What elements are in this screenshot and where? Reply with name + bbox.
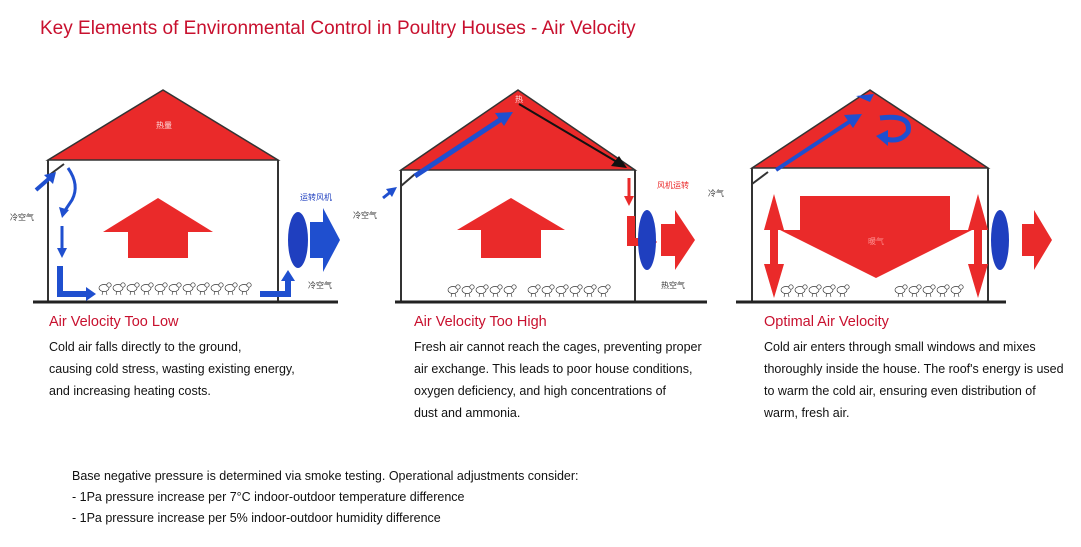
panel-description: Cold air enters through small windows an… (764, 336, 1076, 424)
panel-text-optimal: Optimal Air Velocity Cold air enters thr… (764, 314, 1076, 424)
floor-cold-air-icon (57, 266, 88, 297)
exhaust-fan-icon (288, 212, 308, 268)
warm-air-distribution-arrow-icon (780, 196, 972, 278)
panel-heading: Optimal Air Velocity (764, 314, 889, 330)
inlet-cold-air-label: 冷气 (708, 188, 724, 198)
warm-air-up-arrow-icon (103, 198, 213, 258)
air-along-roof-line (518, 103, 618, 163)
exhaust-cold-air-label: 冷空气 (308, 280, 332, 290)
falling-cold-air-icon (62, 167, 77, 213)
description-line: thoroughly inside the house. The roof's … (764, 362, 1064, 376)
roof-heat-zone (398, 89, 638, 171)
roof-heat-label: 热量 (156, 120, 172, 130)
roof-heat-label: 热 (515, 94, 523, 104)
exhaust-hot-air-label: 热空气 (661, 280, 685, 290)
description-line: dust and ammonia. (414, 406, 521, 420)
panel-heading: Air Velocity Too High (414, 314, 547, 330)
inlet-small-arrow-icon (856, 94, 874, 102)
inlet-arrowhead-icon (44, 172, 56, 184)
description-line: warm, fresh air. (764, 406, 850, 420)
diagram-air-velocity-too-low: 热量 冷空气 运转风机 冷空气 (10, 89, 348, 310)
description-line: Cold air enters through small windows an… (764, 340, 1036, 354)
page-title: Key Elements of Environmental Control in… (40, 18, 636, 39)
inlet-flap (400, 173, 416, 187)
exhaust-fan-icon (991, 210, 1009, 270)
description-line: air exchange. This leads to poor house c… (414, 362, 693, 376)
fan-running-label: 运转风机 (300, 192, 332, 202)
cold-air-mixing-arrow-icon (774, 118, 854, 172)
right-side-double-arrow-icon (968, 194, 988, 298)
recirculation-arrow-icon (879, 114, 911, 143)
description-line: Cold air falls directly to the ground, (49, 340, 242, 354)
exhaust-arrow-icon (661, 210, 695, 270)
diagram-air-velocity-too-high: 热 冷空气 风机运转 热空气 (353, 89, 715, 310)
fast-air-roof-arrow-icon (413, 115, 505, 179)
description-line: to warm the cold air, ensuring even dist… (764, 384, 1036, 398)
exhaust-arrow-icon (310, 208, 340, 272)
warm-air-up-arrow-icon (457, 198, 565, 258)
inlet-flap (751, 171, 769, 185)
panel-description: Fresh air cannot reach the cages, preven… (414, 336, 734, 424)
pressure-note-item: - 1Pa pressure increase per 5% indoor-ou… (72, 511, 441, 525)
panel-heading: Air Velocity Too Low (49, 314, 179, 330)
description-line: and increasing heating costs. (49, 384, 211, 398)
pressure-notes-intro: Base negative pressure is determined via… (72, 469, 579, 483)
description-line: oxygen deficiency, and high concentratio… (414, 384, 667, 398)
panel-description: Cold air falls directly to the ground, c… (49, 336, 339, 402)
chickens-row (447, 284, 611, 298)
fan-running-label: 风机运转 (657, 180, 689, 190)
inlet-cold-air-label: 冷空气 (10, 212, 34, 222)
floor-exit-air-icon (260, 280, 291, 297)
left-side-double-arrow-icon (764, 194, 784, 298)
exhaust-fan-icon (638, 210, 656, 270)
description-line: Fresh air cannot reach the cages, preven… (414, 340, 702, 354)
chickens-row (98, 282, 252, 296)
panel-text-too-low: Air Velocity Too Low Cold air falls dire… (49, 314, 339, 402)
roof-heat-zone (45, 89, 281, 161)
description-line: causing cold stress, wasting existing en… (49, 362, 295, 376)
pressure-notes: Base negative pressure is determined via… (72, 466, 579, 529)
chickens-row (780, 284, 964, 298)
panel-text-too-high: Air Velocity Too High Fresh air cannot r… (414, 314, 734, 424)
diagram-optimal-air-velocity: 冷气 暖气 (708, 89, 1060, 310)
inlet-cold-air-label: 冷空气 (353, 210, 377, 220)
exhaust-arrow-icon (1022, 210, 1052, 270)
pressure-note-item: - 1Pa pressure increase per 7°C indoor-o… (72, 490, 465, 504)
warm-air-center-label: 暖气 (868, 236, 884, 246)
